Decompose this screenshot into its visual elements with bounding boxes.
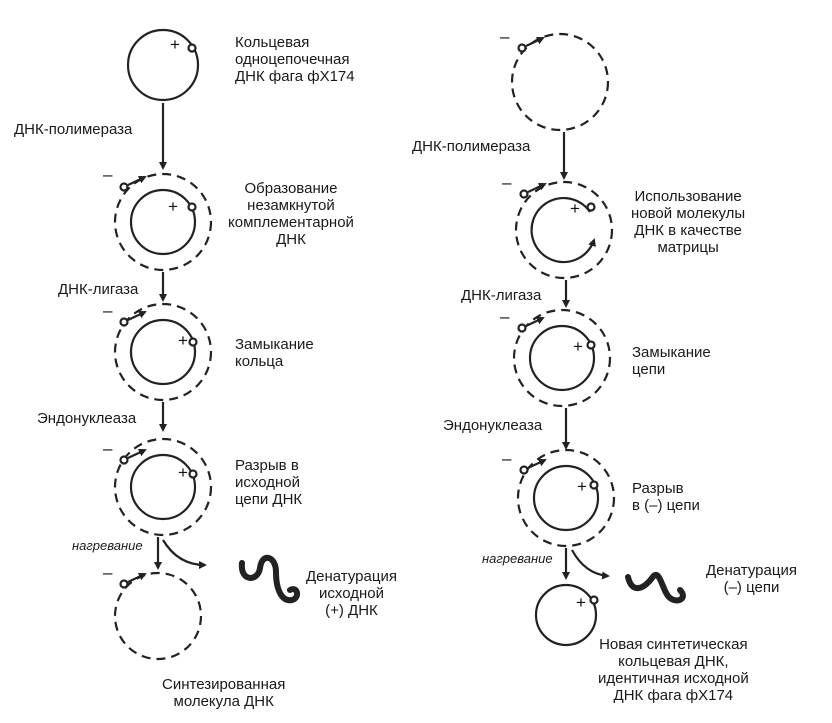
minus-sign: – (103, 563, 113, 582)
step-new-template-label: Использование новой молекулы ДНК в качес… (631, 188, 746, 256)
plus-strand-circle (129, 453, 197, 521)
left-stage-1 (113, 172, 213, 272)
denaturation-arrow (571, 549, 610, 580)
step-minus-break-label: Разрыв в (–) цепи (632, 480, 700, 514)
right-stage-4 (534, 583, 599, 647)
strand-arrow (525, 36, 545, 47)
minus-strand-dashed-circle (113, 172, 213, 272)
plus-sign: + (178, 463, 188, 482)
strand-arrow (127, 448, 147, 459)
minus-strand-dashed-circle (113, 302, 213, 402)
strand-end-marker (517, 323, 527, 333)
minus-strand-dashed-circle (514, 180, 614, 280)
step-open-complementary-label: Образование незамкнутой комплементарной … (228, 180, 354, 248)
strand-arrow (527, 458, 547, 469)
right-stage-2 (512, 308, 612, 408)
heating-label: нагревание (72, 538, 143, 553)
strand-end-marker (119, 455, 129, 465)
new-plus-strand-arc (530, 196, 596, 264)
minus-sign: – (500, 307, 510, 326)
plus-strand-circle (126, 28, 200, 102)
minus-strand-dashed-circle (113, 571, 203, 661)
strand-end-marker (187, 43, 197, 53)
synthesized-molecule-label: Синтезированная молекула ДНК (162, 676, 286, 710)
left-stage-4 (113, 571, 203, 661)
minus-strand-dashed-circle (113, 437, 213, 537)
minus-sign: – (103, 301, 113, 320)
polymerase-label: ДНК-полимераза (412, 138, 531, 155)
step-ring-closure-label: Замыкание кольца (235, 336, 314, 370)
strand-arrow (527, 182, 547, 193)
plus-sign: + (570, 199, 580, 218)
plus-sign: + (168, 197, 178, 216)
minus-sign: – (103, 439, 113, 458)
minus-sign: – (103, 165, 113, 184)
plus-strand-circle (528, 324, 596, 392)
ligase-label: ДНК-лигаза (461, 287, 542, 304)
plus-strand-circle (129, 188, 197, 256)
strand-end-marker (119, 182, 129, 192)
strand-arrow (127, 572, 147, 583)
strand-end-marker (589, 595, 599, 605)
strand-arrow (525, 316, 545, 327)
endonuclease-label: Эндонуклеаза (37, 410, 137, 427)
ligase-label: ДНК-лигаза (58, 281, 139, 298)
strand-end-marker (586, 340, 596, 350)
plus-strand-circle (129, 318, 197, 386)
right-stage-0 (510, 32, 610, 132)
minus-strand-dashed-circle (510, 32, 610, 132)
denatured-minus-strand-squiggle (625, 572, 686, 604)
denatured-plus-strand-squiggle (238, 555, 300, 604)
strand-arrow (127, 310, 147, 321)
heating-label: нагревание (482, 551, 553, 566)
step-chain-closure-label: Замыкание цепи (632, 344, 711, 378)
plus-strand-circle (534, 583, 598, 647)
strand-end-marker (589, 480, 599, 490)
plus-sign: + (170, 35, 180, 54)
strand-end-marker (119, 317, 129, 327)
plus-sign: + (573, 337, 583, 356)
endonuclease-label: Эндонуклеаза (443, 417, 543, 434)
strand-end-marker (519, 465, 529, 475)
right-stage-1 (514, 180, 614, 280)
strand-end-marker (188, 337, 198, 347)
denaturation-label: Денатурация (–) цепи (706, 562, 797, 596)
polymerase-label: ДНК-полимераза (14, 121, 133, 138)
plus-sign: + (178, 331, 188, 350)
strand-end-marker (188, 469, 198, 479)
strand-end-marker (187, 202, 197, 212)
strand-end-marker (586, 202, 596, 212)
phage-dna-label: Кольцевая одноцепочечная ДНК фага фХ174 (235, 34, 355, 85)
strand-end-marker (119, 579, 129, 589)
left-stage-2 (113, 302, 213, 402)
left-stage-3 (113, 437, 213, 537)
plus-strand-circle (532, 464, 600, 532)
minus-sign: – (500, 27, 510, 46)
right-stage-3 (516, 448, 616, 548)
new-synthetic-dna-label: Новая синтетическая кольцевая ДНК, идент… (598, 636, 749, 704)
plus-sign: + (577, 477, 587, 496)
left-stage-0 (126, 28, 200, 102)
step-break-label: Разрыв в исходной цепи ДНК (235, 457, 303, 508)
strand-end-marker (519, 189, 529, 199)
minus-strand-dashed-circle (512, 308, 612, 408)
strand-end-marker (517, 43, 527, 53)
minus-sign: – (502, 449, 512, 468)
plus-sign: + (576, 593, 586, 612)
denaturation-label: Денатурация исходной (+) ДНК (306, 568, 397, 619)
strand-arrow (127, 175, 147, 186)
minus-sign: – (502, 173, 512, 192)
denaturation-arrow (162, 539, 207, 569)
minus-strand-dashed-circle (516, 448, 616, 548)
